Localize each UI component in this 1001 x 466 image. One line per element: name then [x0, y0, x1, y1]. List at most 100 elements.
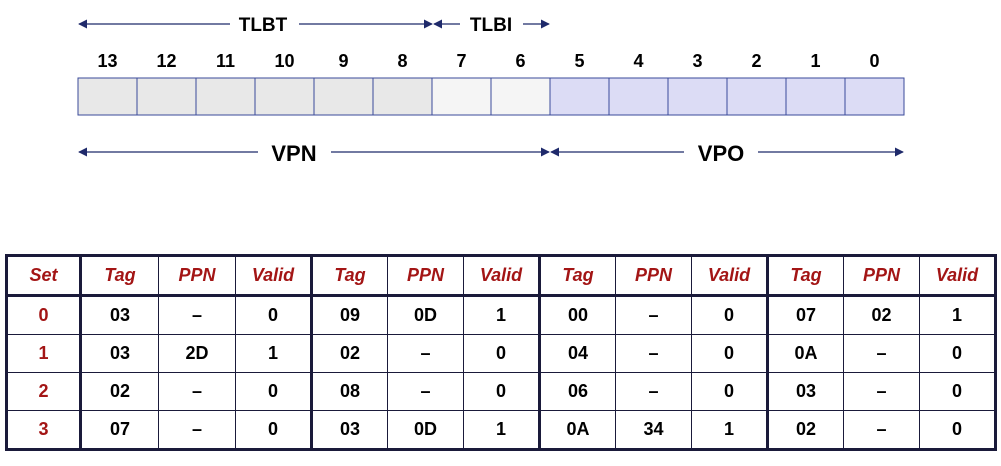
bit-number: 13: [97, 51, 117, 71]
table-cell: 03: [79, 334, 159, 373]
table-cell: –: [615, 295, 692, 335]
table-cell: 0: [235, 295, 312, 335]
bit-number: 9: [338, 51, 348, 71]
table-cell: 0D: [387, 295, 464, 335]
column-header: Tag: [538, 255, 616, 297]
table-cell: 0A: [538, 410, 616, 450]
table-cell: 0: [463, 372, 540, 411]
bit-number: 2: [751, 51, 761, 71]
bit-box: [372, 77, 433, 116]
bit-box: [77, 77, 138, 116]
bit-number: 6: [515, 51, 525, 71]
table-cell: 03: [766, 372, 844, 411]
column-header: PPN: [843, 255, 920, 297]
bit-number: 3: [692, 51, 702, 71]
set-index-cell: 0: [6, 295, 81, 335]
column-header: PPN: [158, 255, 236, 297]
table-cell: –: [843, 410, 920, 450]
table-cell: 09: [310, 295, 388, 335]
column-header: Valid: [463, 255, 540, 297]
table-cell: –: [615, 334, 692, 373]
bit-box: [667, 77, 728, 116]
bit-number: 12: [156, 51, 176, 71]
table-cell: 03: [310, 410, 388, 450]
table-cell: –: [615, 372, 692, 411]
column-header: PPN: [387, 255, 464, 297]
table-cell: 0: [691, 334, 768, 373]
bit-box: [254, 77, 315, 116]
column-header: Tag: [766, 255, 844, 297]
table-cell: 02: [310, 334, 388, 373]
tlbi-label: TLBI: [470, 15, 512, 36]
column-header: Valid: [235, 255, 312, 297]
bit-box: [608, 77, 669, 116]
column-header: Valid: [919, 255, 996, 297]
vpn-label: VPN: [271, 141, 316, 166]
table-cell: 1: [919, 295, 996, 335]
bit-box: [431, 77, 492, 116]
bit-box: [490, 77, 551, 116]
table-cell: –: [843, 372, 920, 411]
bit-box: [195, 77, 256, 116]
table-cell: 34: [615, 410, 692, 450]
bit-number: 5: [574, 51, 584, 71]
table-cell: 0: [235, 410, 312, 450]
table-cell: 0: [919, 372, 996, 411]
table-cell: 0: [691, 372, 768, 411]
column-header: Set: [6, 255, 81, 297]
table-cell: 0: [919, 334, 996, 373]
table-cell: 0: [463, 334, 540, 373]
table-cell: 1: [463, 410, 540, 450]
table-cell: 00: [538, 295, 616, 335]
table-cell: 07: [79, 410, 159, 450]
table-cell: 1: [235, 334, 312, 373]
bit-box: [136, 77, 197, 116]
table-cell: –: [158, 410, 236, 450]
table-cell: –: [387, 372, 464, 411]
table-cell: –: [387, 334, 464, 373]
bit-box: [844, 77, 905, 116]
set-index-cell: 2: [6, 372, 81, 411]
table-cell: 2D: [158, 334, 236, 373]
bit-box: [313, 77, 374, 116]
vpo-label: VPO: [698, 141, 744, 166]
table-cell: 06: [538, 372, 616, 411]
column-header: PPN: [615, 255, 692, 297]
bit-number: 0: [869, 51, 879, 71]
table-cell: 0: [235, 372, 312, 411]
bit-number: 11: [216, 51, 235, 71]
column-header: Tag: [79, 255, 159, 297]
table-cell: –: [843, 334, 920, 373]
table-cell: 02: [843, 295, 920, 335]
table-cell: 03: [79, 295, 159, 335]
column-header: Tag: [310, 255, 388, 297]
table-cell: 0A: [766, 334, 844, 373]
table-cell: 08: [310, 372, 388, 411]
table-cell: 04: [538, 334, 616, 373]
set-index-cell: 3: [6, 410, 81, 450]
bit-number: 4: [633, 51, 643, 71]
table-cell: 0: [691, 295, 768, 335]
table-cell: 0: [919, 410, 996, 450]
table-cell: 02: [79, 372, 159, 411]
bit-box: [549, 77, 610, 116]
column-header: Valid: [691, 255, 768, 297]
bit-box: [785, 77, 846, 116]
bit-number: 8: [397, 51, 407, 71]
table-cell: 1: [691, 410, 768, 450]
table-cell: 0D: [387, 410, 464, 450]
table-cell: –: [158, 295, 236, 335]
bit-box: [726, 77, 787, 116]
set-index-cell: 1: [6, 334, 81, 373]
table-cell: 02: [766, 410, 844, 450]
table-cell: 1: [463, 295, 540, 335]
tlbt-label: TLBT: [239, 15, 288, 36]
bit-number: 1: [810, 51, 820, 71]
